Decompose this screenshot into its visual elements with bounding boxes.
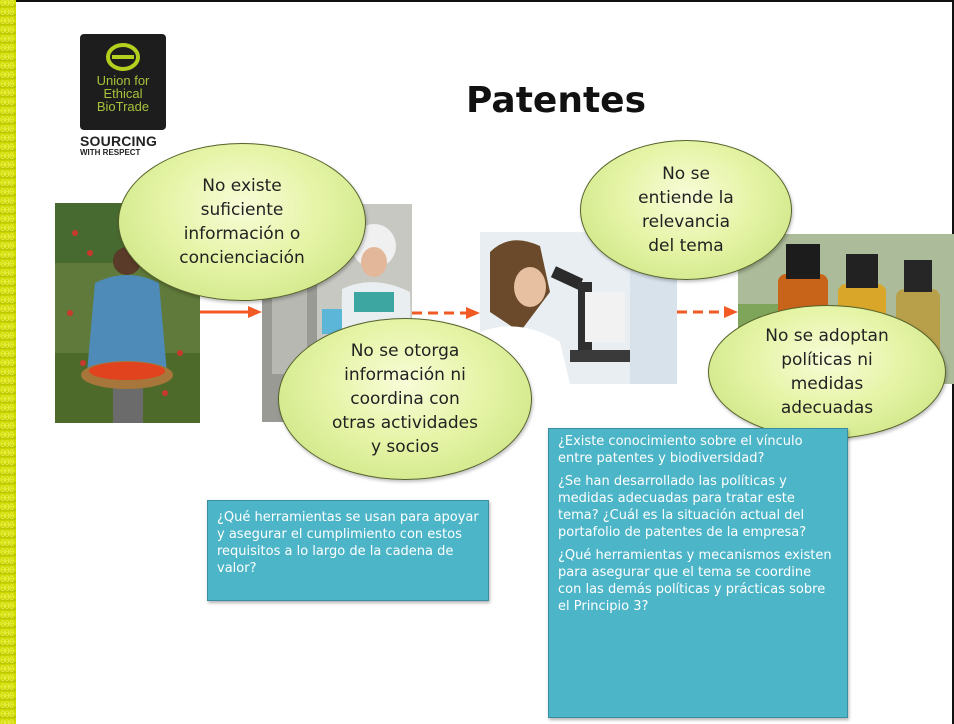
bubble-no-relevance: No se entiende la relevancia del tema: [580, 140, 792, 280]
bubble-line: entiende la: [638, 188, 734, 208]
logo-line: Ethical: [103, 86, 143, 101]
bubble-line: políticas ni: [781, 350, 873, 370]
bubble-line: No se otorga: [350, 341, 460, 361]
bubble-line: coordina con: [350, 389, 460, 409]
ueb-logo: Union for Ethical BioTrade: [80, 34, 166, 130]
arrow-1: [200, 306, 262, 318]
bubble-line: medidas: [790, 374, 864, 394]
bubble-line: información o: [183, 224, 301, 244]
question-text: ¿Se han desarrollado las políticas y med…: [558, 474, 807, 540]
question-box-patents: ¿Existe conocimiento sobre el vínculo en…: [548, 428, 848, 718]
bubble-line: del tema: [648, 236, 724, 256]
decorative-stripe: 0000000000000000000000000000000000000000…: [0, 0, 16, 724]
bubble-line: No existe: [202, 176, 282, 196]
bubble-line: y socios: [370, 437, 440, 457]
bubble-no-policies: No se adoptan políticas ni medidas adecu…: [708, 305, 946, 439]
bubble-line: No se: [662, 164, 710, 184]
bubble-no-information: No existe suficiente información o conci…: [118, 143, 366, 301]
bubble-line: No se adoptan: [765, 326, 889, 346]
tagline-line-1: SOURCING: [80, 133, 158, 149]
logo-text: Union for Ethical BioTrade: [80, 74, 166, 113]
question-text: ¿Qué herramientas y mecanismos existen p…: [558, 548, 832, 614]
bubble-line: adecuadas: [780, 398, 874, 418]
bubble-line: información ni: [344, 365, 466, 385]
bubble-no-coordination: No se otorga información ni coordina con…: [278, 318, 532, 480]
bubble-line: suficiente: [200, 200, 284, 220]
bubble-line: relevancia: [642, 212, 730, 232]
slide-title: Patentes: [466, 80, 647, 121]
stripe-pattern: 0000000000000000000000000000000000000000…: [0, 0, 14, 724]
question-text: ¿Qué herramientas se usan para apoyar y …: [217, 510, 479, 576]
logo-line: Union for: [96, 73, 150, 88]
logo-tagline: SOURCING WITH RESPECT: [80, 134, 157, 157]
arrow-2: [412, 307, 480, 319]
question-box-tools: ¿Qué herramientas se usan para apoyar y …: [207, 500, 489, 601]
question-text: ¿Existe conocimiento sobre el vínculo en…: [558, 434, 803, 466]
tagline-line-2: WITH RESPECT: [80, 148, 141, 157]
ueb-logo-icon: [106, 43, 140, 71]
bubble-line: otras actividades: [332, 413, 478, 433]
bubble-line: concienciación: [179, 248, 305, 268]
arrow-3: [677, 306, 738, 318]
logo-line: BioTrade: [96, 99, 150, 114]
